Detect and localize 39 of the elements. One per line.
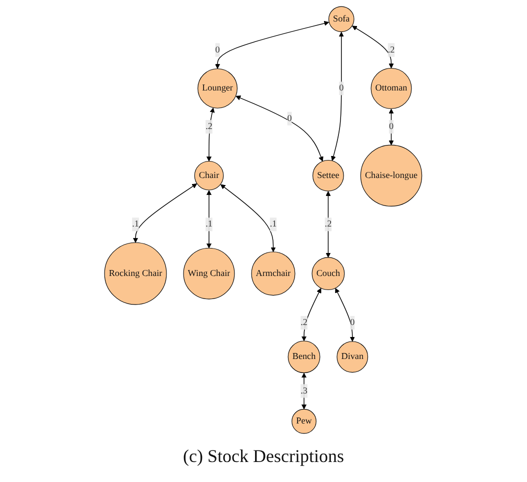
edge-label: 0 bbox=[339, 83, 344, 93]
edge-label: 0 bbox=[288, 113, 292, 124]
arrow bbox=[236, 96, 324, 162]
node-circle: Ottoman bbox=[371, 68, 412, 109]
edge-label: 0 bbox=[389, 122, 394, 132]
edge-label: .2 bbox=[300, 318, 308, 328]
arrow bbox=[389, 108, 394, 146]
arrow bbox=[206, 108, 215, 162]
arrow bbox=[133, 184, 198, 243]
node-circle: Settee bbox=[312, 160, 344, 192]
node-circle: Lounger bbox=[198, 68, 238, 108]
edge-label: .2 bbox=[325, 219, 332, 229]
edge-label: .2 bbox=[388, 44, 395, 55]
edge-label: 0 bbox=[350, 318, 355, 328]
arrow bbox=[352, 26, 394, 68]
edge-label: .1 bbox=[206, 219, 213, 229]
arrow bbox=[206, 190, 212, 248]
node-circle: Chair bbox=[194, 160, 224, 190]
node-circle: Sofa bbox=[328, 6, 355, 32]
arrow bbox=[326, 191, 332, 258]
edge-label: .2 bbox=[206, 122, 213, 132]
node-circle: Couch bbox=[312, 257, 345, 290]
arrow bbox=[331, 32, 344, 161]
caption: (c) Stock Descriptions bbox=[183, 446, 344, 466]
edge-label: .1 bbox=[132, 219, 140, 229]
node-circle: Pew bbox=[292, 408, 317, 434]
node-circle: Chaise-longue bbox=[360, 144, 422, 206]
node-circle: Wing Chair bbox=[184, 248, 236, 300]
arrow bbox=[215, 20, 330, 69]
arrow bbox=[336, 288, 356, 342]
arrow bbox=[220, 184, 276, 252]
edge-label: 0 bbox=[216, 44, 220, 55]
edge-label: .3 bbox=[300, 386, 308, 396]
node-circle: Bench bbox=[288, 340, 321, 374]
node-circle: Rocking Chair bbox=[104, 242, 168, 305]
edge-label: .1 bbox=[270, 219, 277, 229]
node-circle: Armchair bbox=[252, 252, 296, 296]
arrow bbox=[302, 288, 322, 342]
node-circle: Divan bbox=[337, 341, 368, 373]
